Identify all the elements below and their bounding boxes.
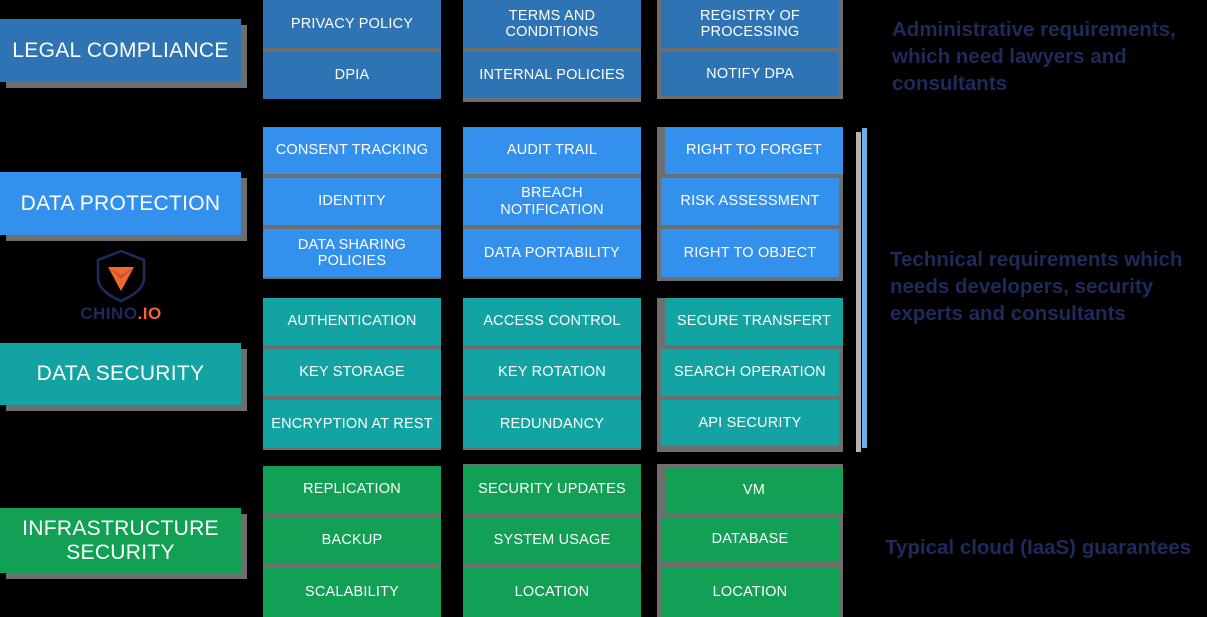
tile-column-legal-1: PRIVACY POLICY DPIA xyxy=(263,0,441,102)
tile-label: SEARCH OPERATION xyxy=(674,364,826,381)
tile-label: KEY ROTATION xyxy=(498,364,606,381)
tile-label: ACCESS CONTROL xyxy=(483,313,621,330)
tile-label: DATABASE xyxy=(711,531,789,548)
tile-internal-policies[interactable]: INTERNAL POLICIES xyxy=(463,52,641,98)
tile-label: REDUNDANCY xyxy=(499,415,605,432)
tile-label: SCALABILITY xyxy=(304,584,400,601)
tile-label: AUDIT TRAIL xyxy=(506,142,598,159)
tile-key-rotation[interactable]: KEY ROTATION xyxy=(463,349,641,396)
tile-data-sharing-policies[interactable]: DATA SHARING POLICIES xyxy=(263,229,441,277)
category-label: LEGAL COMPLIANCE xyxy=(12,38,229,62)
tile-column-datasecurity-2: ACCESS CONTROL KEY ROTATION REDUNDANCY xyxy=(463,298,641,450)
tile-column-datasecurity-1: AUTHENTICATION KEY STORAGE ENCRYPTION AT… xyxy=(263,298,441,450)
category-data-protection: DATA PROTECTION xyxy=(0,172,241,235)
tile-label: PRIVACY POLICY xyxy=(290,15,414,32)
tile-label: SECURE TRANSFERT xyxy=(676,313,832,330)
tile-backup[interactable]: BACKUP xyxy=(263,517,441,564)
tile-label: DPIA xyxy=(334,67,370,84)
tile-label: LOCATION xyxy=(514,584,590,601)
note-cloud: Typical cloud (IaaS) guarantees xyxy=(885,536,1192,559)
tile-authentication[interactable]: AUTHENTICATION xyxy=(263,298,441,345)
tile-vm[interactable]: VM xyxy=(665,468,843,513)
tile-secure-transfert[interactable]: SECURE TRANSFERT xyxy=(665,298,843,345)
tile-location-col3[interactable]: LOCATION xyxy=(661,568,839,617)
tile-label: VM xyxy=(742,482,766,499)
logo-word-chino: CHINO xyxy=(80,304,138,323)
tile-label: KEY STORAGE xyxy=(299,364,405,381)
shield-icon xyxy=(96,249,146,303)
logo-word-io: .IO xyxy=(137,304,162,323)
category-label: DATA PROTECTION xyxy=(20,191,221,215)
tile-consent-tracking[interactable]: CONSENT TRACKING xyxy=(263,127,441,174)
tile-label: REPLICATION xyxy=(303,481,401,498)
logo-wordmark: CHINO.IO xyxy=(78,304,164,324)
tile-terms-and-conditions[interactable]: TERMS AND CONDITIONS xyxy=(463,0,641,48)
tile-label: RISK ASSESSMENT xyxy=(680,193,820,210)
tile-replication[interactable]: REPLICATION xyxy=(263,466,441,513)
tile-identity[interactable]: IDENTITY xyxy=(263,178,441,225)
tile-right-to-object[interactable]: RIGHT TO OBJECT xyxy=(661,229,839,277)
tile-column-dataprotection-3: RIGHT TO FORGET RISK ASSESSMENT RIGHT TO… xyxy=(657,127,843,281)
tile-key-storage[interactable]: KEY STORAGE xyxy=(263,349,441,396)
tile-registry-of-processing[interactable]: REGISTRY OF PROCESSING xyxy=(661,0,839,48)
category-label: DATA SECURITY xyxy=(36,362,205,386)
category-infrastructure-security: INFRASTRUCTURE SECURITY xyxy=(0,508,241,573)
note-technical: Technical requirements which needs devel… xyxy=(890,248,1183,326)
category-data-security: DATA SECURITY xyxy=(0,343,241,405)
tile-label: DATA PORTABILITY xyxy=(484,244,620,261)
tile-column-infrastructure-1: REPLICATION BACKUP SCALABILITY xyxy=(263,466,441,617)
note-administrative: Administrative requirements, which need … xyxy=(892,18,1176,96)
tile-database[interactable]: DATABASE xyxy=(661,517,839,562)
tile-column-legal-2: TERMS AND CONDITIONS INTERNAL POLICIES xyxy=(463,0,641,105)
tile-privacy-policy[interactable]: PRIVACY POLICY xyxy=(263,0,441,48)
tile-api-security[interactable]: API SECURITY xyxy=(661,400,839,446)
tile-scalability[interactable]: SCALABILITY xyxy=(263,568,441,617)
tile-column-infrastructure-3: VM DATABASE LOCATION xyxy=(657,464,843,617)
tile-label: RIGHT TO OBJECT xyxy=(683,244,817,261)
tile-data-portability[interactable]: DATA PORTABILITY xyxy=(463,229,641,277)
tile-label: API SECURITY xyxy=(698,414,802,431)
tile-encryption-at-rest[interactable]: ENCRYPTION AT REST xyxy=(263,400,441,448)
tile-column-datasecurity-3: SECURE TRANSFERT SEARCH OPERATION API SE… xyxy=(657,298,843,452)
tile-label: NOTIFY DPA xyxy=(706,65,794,82)
tile-label: RIGHT TO FORGET xyxy=(686,142,822,159)
tile-security-updates[interactable]: SECURITY UPDATES xyxy=(463,466,641,513)
tile-access-control[interactable]: ACCESS CONTROL xyxy=(463,298,641,345)
tile-label: TERMS AND CONDITIONS xyxy=(505,7,599,40)
tile-label: SECURITY UPDATES xyxy=(478,481,626,498)
tile-label: BREACH NOTIFICATION xyxy=(500,185,604,218)
tile-risk-assessment[interactable]: RISK ASSESSMENT xyxy=(661,178,839,225)
tile-dpia[interactable]: DPIA xyxy=(263,52,441,99)
vertical-accent-bar xyxy=(862,128,867,448)
tile-location-col2[interactable]: LOCATION xyxy=(463,568,641,617)
tile-system-usage[interactable]: SYSTEM USAGE xyxy=(463,517,641,564)
tile-search-operation[interactable]: SEARCH OPERATION xyxy=(661,349,839,396)
tile-label: REGISTRY OF PROCESSING xyxy=(700,7,800,40)
tile-column-dataprotection-2: AUDIT TRAIL BREACH NOTIFICATION DATA POR… xyxy=(463,127,641,279)
tile-label: SYSTEM USAGE xyxy=(493,532,611,549)
tile-label: LOCATION xyxy=(712,584,788,601)
tile-label: CONSENT TRACKING xyxy=(275,142,429,159)
tile-redundancy[interactable]: REDUNDANCY xyxy=(463,400,641,448)
chino-io-logo: CHINO.IO xyxy=(78,248,164,330)
tile-audit-trail[interactable]: AUDIT TRAIL xyxy=(463,127,641,174)
tile-label: AUTHENTICATION xyxy=(287,313,417,330)
tile-breach-notification[interactable]: BREACH NOTIFICATION xyxy=(463,178,641,225)
tile-column-legal-3: REGISTRY OF PROCESSING NOTIFY DPA xyxy=(657,0,843,102)
category-label: INFRASTRUCTURE SECURITY xyxy=(22,516,219,564)
tile-label: ENCRYPTION AT REST xyxy=(271,415,433,432)
tile-label: INTERNAL POLICIES xyxy=(479,66,625,83)
category-legal-compliance: LEGAL COMPLIANCE xyxy=(0,19,241,82)
tile-column-dataprotection-1: CONSENT TRACKING IDENTITY DATA SHARING P… xyxy=(263,127,441,279)
tile-label: BACKUP xyxy=(321,532,383,549)
tile-notify-dpa[interactable]: NOTIFY DPA xyxy=(661,52,839,96)
tile-right-to-forget[interactable]: RIGHT TO FORGET xyxy=(665,127,843,174)
tile-label: DATA SHARING POLICIES xyxy=(297,236,407,269)
tile-label: IDENTITY xyxy=(318,193,386,210)
tile-column-infrastructure-2: SECURITY UPDATES SYSTEM USAGE LOCATION xyxy=(463,464,641,617)
